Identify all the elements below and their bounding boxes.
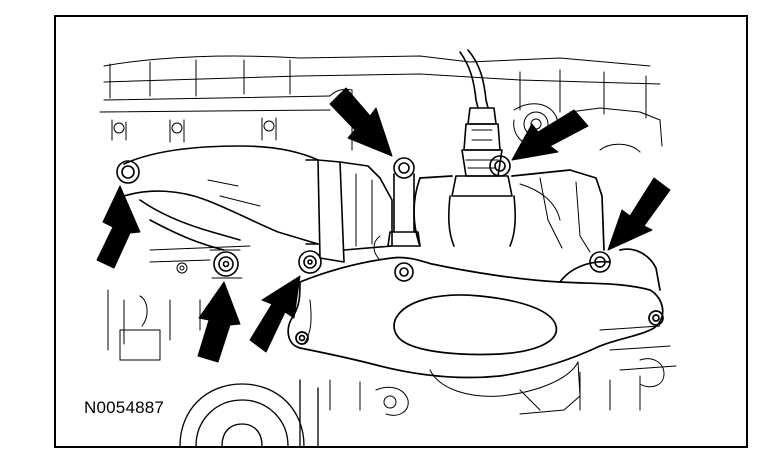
bolt	[209, 249, 243, 279]
bolt	[394, 262, 414, 282]
oxygen-sensor	[448, 49, 516, 247]
arrow-icon	[607, 177, 671, 251]
manifold-flange	[287, 169, 664, 415]
arrow-icon	[96, 185, 141, 269]
arrow-icon	[511, 109, 589, 161]
bolt	[116, 160, 140, 184]
arrow-icon	[329, 87, 393, 157]
arrow-icon	[249, 275, 301, 353]
callout-arrows	[96, 87, 671, 363]
figure-id-label: N0054887	[84, 398, 165, 417]
engine-block-background	[99, 55, 677, 416]
intake-tube	[123, 145, 393, 263]
arrow-icon	[197, 281, 241, 363]
bolt	[298, 250, 322, 274]
pulley	[179, 379, 319, 446]
